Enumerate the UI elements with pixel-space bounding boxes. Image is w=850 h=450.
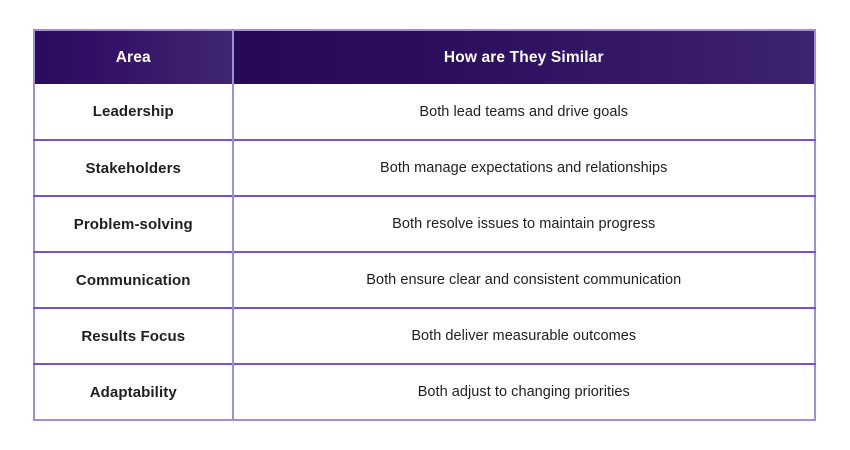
column-header-how-are-they-similar: How are They Similar: [232, 30, 815, 84]
cell-similar: Both manage expectations and relationshi…: [232, 139, 815, 196]
table-row: Problem-solving Both resolve issues to m…: [34, 195, 815, 252]
cell-area: Results Focus: [34, 307, 234, 364]
cell-similar: Both resolve issues to maintain progress: [232, 195, 815, 252]
cell-area: Leadership: [34, 84, 234, 140]
cell-similar: Both adjust to changing priorities: [232, 363, 815, 420]
table-row: Results Focus Both deliver measurable ou…: [34, 307, 815, 364]
cell-area: Problem-solving: [34, 195, 234, 252]
comparison-table: Area How are They Similar Leadership Bot…: [33, 29, 816, 421]
header-row: Area How are They Similar: [34, 30, 815, 84]
cell-area: Stakeholders: [34, 139, 234, 196]
table-row: Leadership Both lead teams and drive goa…: [34, 84, 815, 140]
cell-area: Adaptability: [34, 363, 234, 420]
table-row: Communication Both ensure clear and cons…: [34, 251, 815, 308]
cell-similar: Both deliver measurable outcomes: [232, 307, 815, 364]
table-row: Adaptability Both adjust to changing pri…: [34, 363, 815, 420]
table-row: Stakeholders Both manage expectations an…: [34, 139, 815, 196]
cell-similar: Both lead teams and drive goals: [232, 84, 815, 140]
cell-similar: Both ensure clear and consistent communi…: [232, 251, 815, 308]
cell-area: Communication: [34, 251, 234, 308]
table-body: Leadership Both lead teams and drive goa…: [34, 84, 815, 420]
column-header-area: Area: [34, 30, 234, 84]
table-header: Area How are They Similar: [34, 30, 815, 84]
